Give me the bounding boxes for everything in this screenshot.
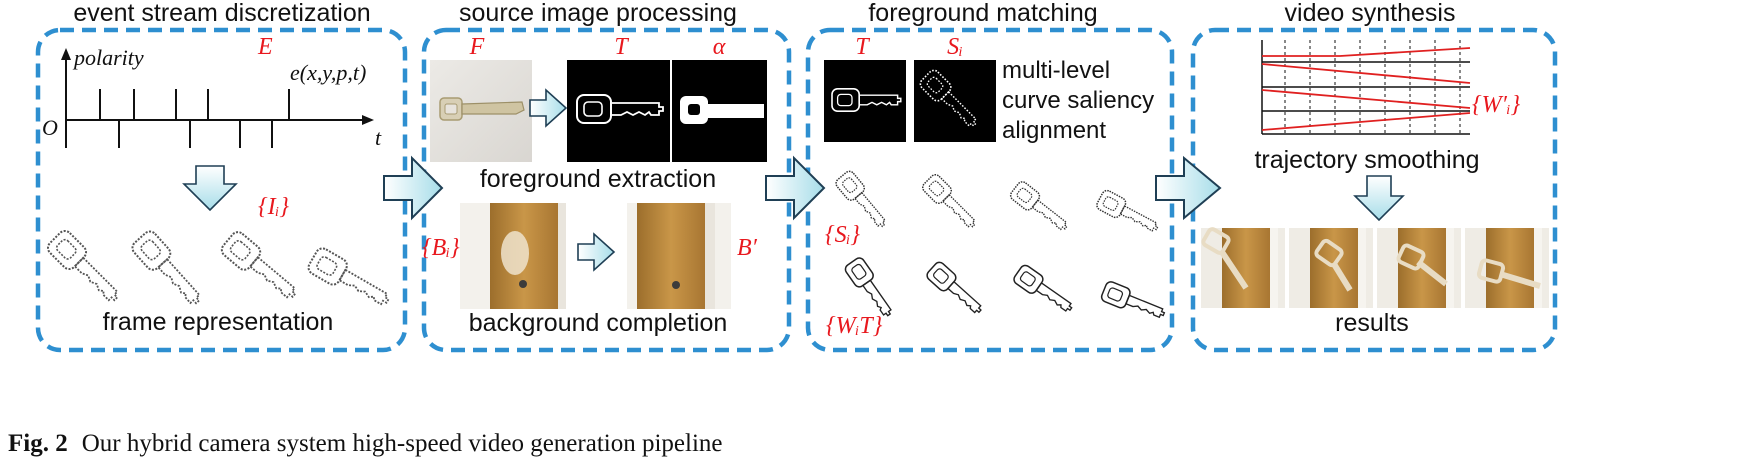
warped-template-1 [842, 255, 899, 322]
down-arrow-panel-1 [182, 165, 238, 212]
alpha-matte [672, 60, 767, 162]
figure-caption-label: Fig. 2 [8, 430, 68, 457]
event-frame-1 [44, 227, 127, 310]
figure-caption-text: Our hybrid camera system high-speed vide… [81, 430, 723, 457]
result-frame-3 [1377, 228, 1461, 308]
symbol-W-set: {W′ᵢ} [1472, 92, 1521, 118]
alignment-line-1: multi-level [1002, 57, 1110, 84]
event-formula: e(x,y,p,t) [290, 60, 366, 85]
panel-4-mid-label: trajectory smoothing [1254, 146, 1479, 174]
panel-4-title: video synthesis [1285, 0, 1456, 27]
background-with-blur [460, 203, 566, 309]
template-small [824, 60, 906, 142]
result-frame-1 [1201, 227, 1285, 308]
polarity-label: polarity [72, 45, 144, 70]
symbol-S-i: Sᵢ [947, 34, 963, 60]
panel-1-title: event stream discretization [73, 0, 370, 27]
event-key-2 [919, 171, 982, 234]
panel-2-bottom-label: background completion [469, 309, 728, 337]
alignment-line-2: curve saliency [1002, 87, 1154, 114]
symbol-WT-set: {WᵢT} [826, 313, 883, 339]
stage-arrow-1 [383, 155, 444, 221]
figure-caption: Fig. 2 Our hybrid camera system high-spee… [8, 430, 723, 458]
warped-template-2 [924, 259, 988, 320]
event-frame-4 [305, 244, 396, 315]
panel-3-title: foreground matching [868, 0, 1097, 27]
warped-template-3 [1011, 262, 1078, 319]
arrow-background-completion [577, 232, 616, 272]
event-plot: polarity O t e(x,y,p,t) E [42, 34, 382, 150]
event-frame-3 [218, 228, 304, 308]
symbol-B-set: {Bᵢ} [422, 235, 460, 261]
t-axis-label: t [375, 125, 382, 150]
symbol-alpha: α [713, 34, 726, 60]
panel-1-bottom-label: frame representation [103, 308, 334, 336]
trajectory-plot [1261, 40, 1471, 136]
warped-template-4 [1099, 279, 1169, 325]
key-photo [430, 60, 532, 162]
symbol-F: F [469, 34, 485, 60]
symbol-E: E [257, 34, 273, 60]
panel-2-mid-label: foreground extraction [480, 165, 716, 193]
origin-label: O [42, 115, 58, 140]
arrow-to-template [529, 88, 568, 128]
event-frame-small [914, 60, 996, 142]
result-frame-4 [1465, 228, 1549, 308]
panel-4-bottom-label: results [1335, 309, 1409, 337]
alignment-line-3: alignment [1002, 117, 1106, 144]
y-axis-arrowhead [61, 48, 71, 60]
result-frame-2 [1289, 228, 1373, 308]
event-key-3 [1007, 178, 1074, 237]
template-image [567, 60, 670, 162]
symbol-S-set: {Sᵢ} [825, 222, 860, 248]
symbol-T: T [614, 34, 629, 60]
stage-arrow-3 [1155, 155, 1222, 221]
symbol-T-matching: T [855, 34, 870, 60]
event-frame-2 [128, 227, 209, 313]
symbol-I-set: {Iᵢ} [258, 194, 289, 220]
stage-arrow-2 [765, 155, 826, 221]
event-key-4 [1094, 187, 1163, 239]
background-completed [627, 203, 731, 309]
x-axis-arrowhead [362, 115, 374, 125]
down-arrow-panel-4 [1353, 175, 1405, 222]
panel-2-title: source image processing [459, 0, 737, 27]
symbol-B-prime: B′ [737, 235, 758, 261]
